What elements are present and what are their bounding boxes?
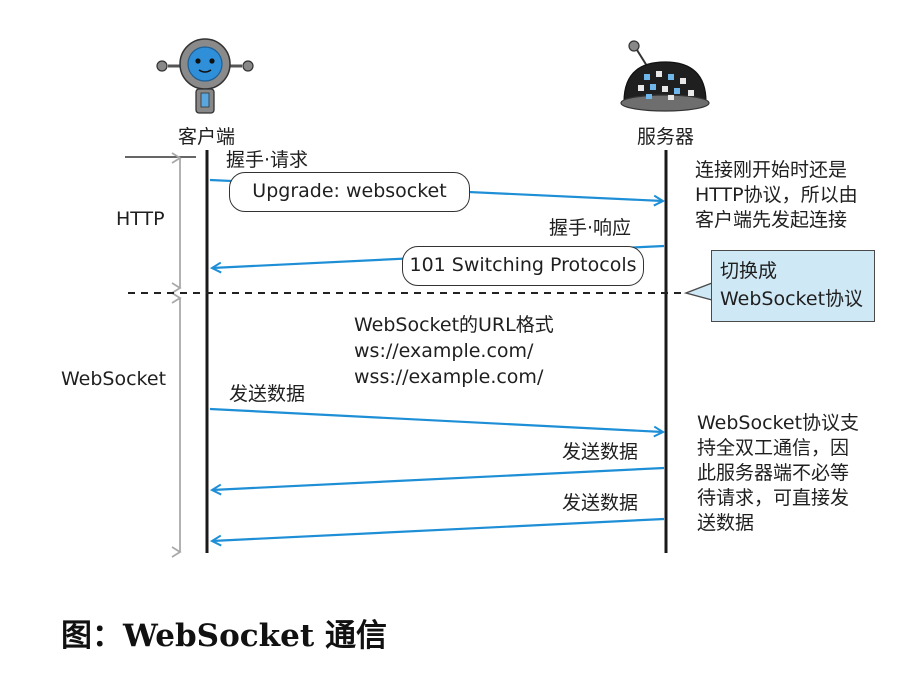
send-data-label-2: 发送数据 bbox=[562, 441, 639, 463]
callout-line: 切换成 bbox=[720, 260, 778, 282]
websocket-note: WebSocket协议支 持全双工通信，因 此服务器端不必等 待请求，可直接发 … bbox=[697, 411, 859, 536]
url-format-title: WebSocket的URL格式 bbox=[354, 314, 554, 336]
client-label: 客户端 bbox=[178, 126, 236, 148]
callout-line: WebSocket协议 bbox=[720, 288, 864, 310]
handshake-request-label: 握手·请求 bbox=[226, 149, 309, 171]
http-note: 连接刚开始时还是 HTTP协议，所以由 客户端先发起连接 bbox=[695, 158, 858, 233]
http-note-line: HTTP协议，所以由 bbox=[695, 184, 858, 206]
websocket-note-line: 持全双工通信，因 bbox=[697, 437, 850, 459]
callout-pointer bbox=[683, 282, 713, 301]
upgrade-header-pill: Upgrade: websocket bbox=[229, 172, 470, 212]
server-label: 服务器 bbox=[637, 126, 695, 148]
bug-robot-server-icon bbox=[620, 40, 710, 112]
websocket-phase-label: WebSocket bbox=[61, 368, 167, 390]
figure-caption: 图：WebSocket 通信 bbox=[61, 618, 387, 654]
switching-protocols-pill: 101 Switching Protocols bbox=[402, 246, 644, 286]
send-data-arrow-2 bbox=[212, 466, 665, 490]
http-note-line: 连接刚开始时还是 bbox=[695, 159, 848, 181]
send-data-label-1: 发送数据 bbox=[229, 383, 306, 405]
send-data-arrow-1 bbox=[209, 407, 663, 432]
url-format-ws: ws://example.com/ bbox=[354, 340, 534, 362]
url-format-wss: wss://example.com/ bbox=[354, 366, 544, 388]
websocket-note-line: 送数据 bbox=[697, 512, 755, 534]
robot-client-icon bbox=[156, 38, 254, 114]
send-data-label-3: 发送数据 bbox=[562, 492, 639, 514]
send-data-arrow-3 bbox=[212, 517, 665, 541]
http-note-line: 客户端先发起连接 bbox=[695, 209, 848, 231]
switch-protocol-callout: 切换成 WebSocket协议 bbox=[711, 250, 875, 322]
http-phase-label: HTTP bbox=[116, 208, 165, 230]
websocket-note-line: 此服务器端不必等 bbox=[697, 462, 850, 484]
websocket-note-line: WebSocket协议支 bbox=[697, 412, 860, 434]
handshake-response-label: 握手·响应 bbox=[549, 217, 632, 239]
websocket-note-line: 待请求，可直接发 bbox=[697, 487, 850, 509]
